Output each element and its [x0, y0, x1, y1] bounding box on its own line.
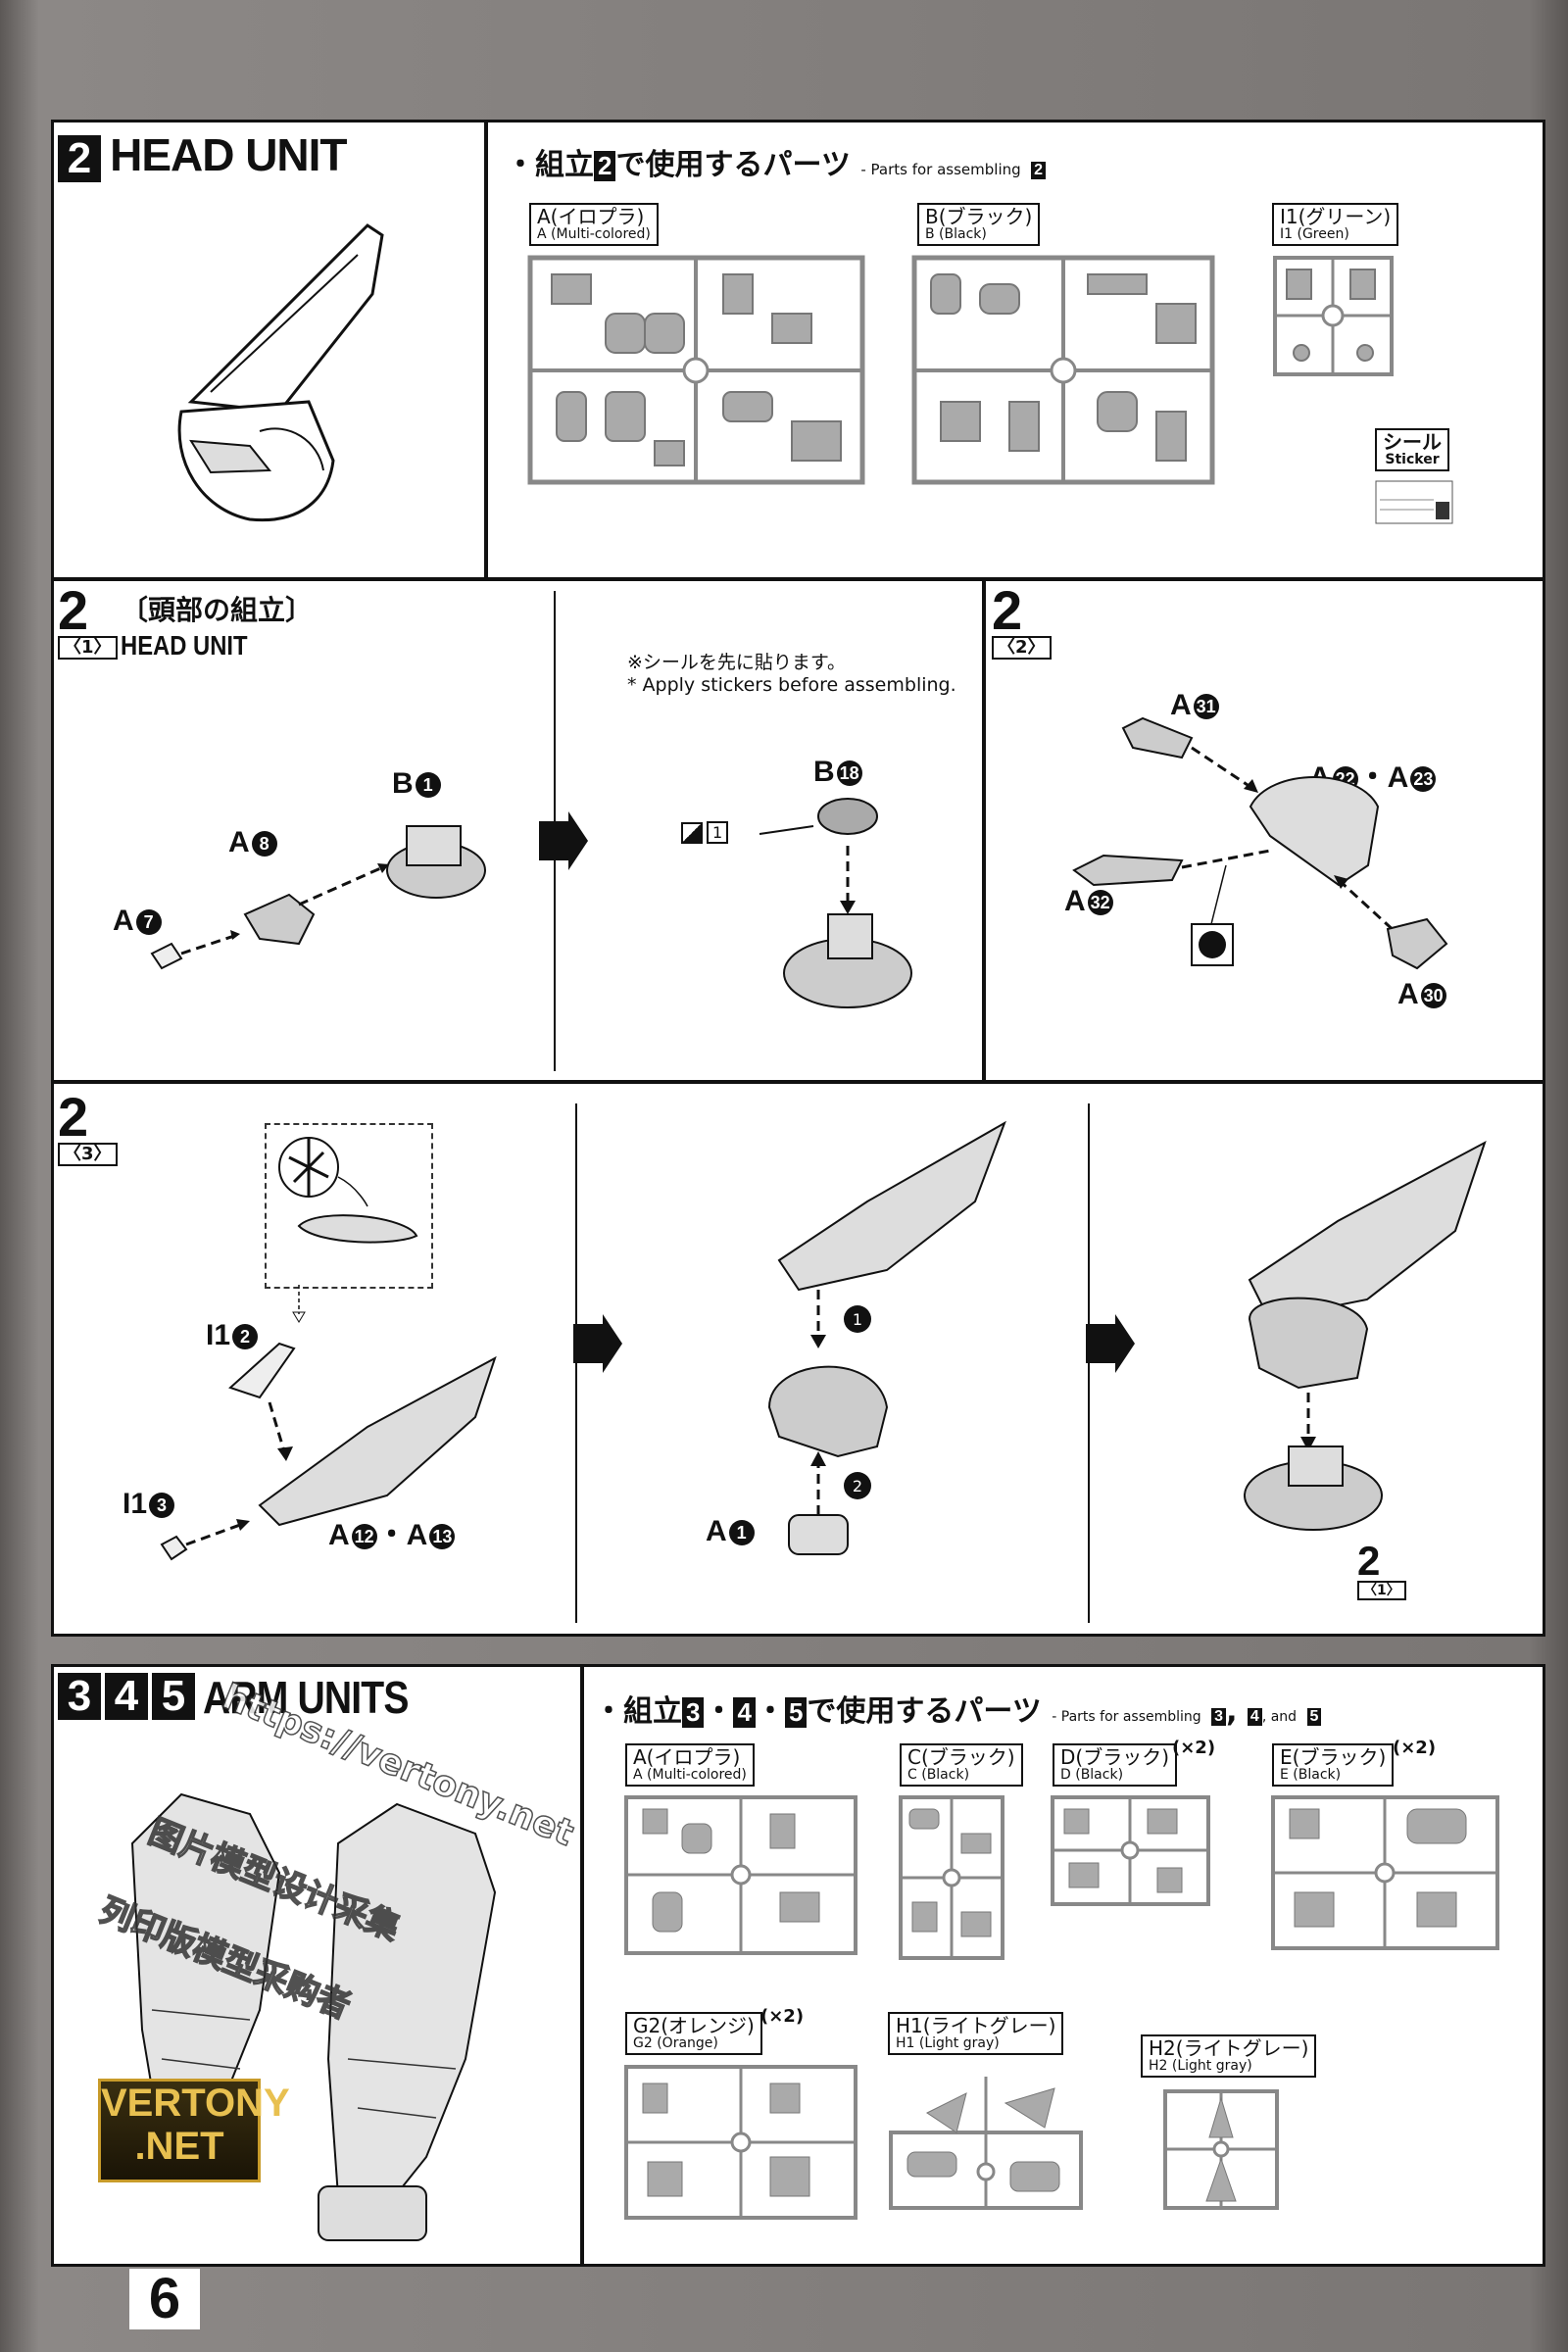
- runner-label-b: B(ブラック)B (Black): [917, 203, 1041, 246]
- step-2-1-right-illustration: [759, 798, 912, 1008]
- sticker-sheet: [1375, 480, 1453, 524]
- runner-label-d: D(ブラック)D (Black): [1053, 1743, 1178, 1787]
- head-unit-header-panel: 2 HEAD UNIT: [51, 120, 487, 580]
- next-arrow: [539, 811, 588, 870]
- runner-label-a: A(イロプラ)A (Multi-colored): [625, 1743, 755, 1787]
- section-title: 3 4 5 ARM UNITS: [58, 1672, 441, 1726]
- runner-a-diagram: [527, 255, 865, 485]
- next-arrow: [1086, 1314, 1135, 1373]
- runner-label-h1: H1(ライトグレー)H1 (Light gray): [888, 2012, 1064, 2055]
- arm-units-illustration: [130, 1792, 497, 2241]
- step-number: 2 〈2〉: [992, 583, 1052, 660]
- runner-g2-multiplier: (×2): [760, 2006, 805, 2027]
- step-title-jp: 〔頭部の組立〕: [121, 594, 314, 626]
- runner-label-g2: G2(オレンジ)G2 (Orange): [625, 2012, 762, 2055]
- step-number: 2 〈3〉: [58, 1090, 118, 1166]
- next-arrow: [573, 1314, 622, 1373]
- runner-h1-diagram: [889, 2077, 1083, 2210]
- sticker-detail-box: [265, 1123, 433, 1289]
- section-title-text: HEAD UNIT: [110, 129, 347, 180]
- section-title: 2 HEAD UNIT: [58, 129, 348, 183]
- head-unit-illustration: [177, 223, 384, 522]
- step-2-2-illustration: [1072, 716, 1448, 970]
- runner-g2-diagram: [624, 2065, 858, 2220]
- runner-h2-diagram: [1163, 2089, 1279, 2210]
- runner-c-diagram: [899, 1795, 1004, 1960]
- step-number: 2 〈1〉: [58, 583, 118, 660]
- runner-label-i1: I1(グリーン)I1 (Green): [1272, 203, 1399, 246]
- step-title-en: HEAD UNIT: [121, 630, 248, 661]
- order-2: 2: [853, 1477, 862, 1495]
- sticker-reference: 1: [681, 821, 729, 844]
- runner-e-multiplier: (×2): [1393, 1738, 1437, 1758]
- section-number-5: 5: [152, 1673, 195, 1720]
- sticker-note: ※シールを先に貼ります。 * Apply stickers before ass…: [627, 652, 956, 696]
- order-1: 1: [853, 1310, 862, 1329]
- page-number: 6: [129, 2269, 200, 2329]
- runner-e-diagram: [1271, 1795, 1499, 1950]
- step-2-2-panel: 2 〈2〉 A31 A22・A23 A32 A30: [983, 578, 1545, 1083]
- detail-pointer-arrow: [292, 1285, 306, 1323]
- arm-units-header-panel: 3 4 5 ARM UNITS https://vertony.net 图片模型…: [51, 1664, 583, 2267]
- ref-step-number: 2 〈1〉: [1357, 1541, 1406, 1600]
- sticker-detail-illustration: [278, 1137, 418, 1244]
- vertony-logo: VERTONY .NET: [98, 2079, 290, 2182]
- section-number-3: 3: [58, 1673, 101, 1720]
- runner-label-h2: H2(ライトグレー)H2 (Light gray): [1141, 2034, 1317, 2078]
- runner-d-multiplier: (×2): [1172, 1738, 1216, 1758]
- runner-label-c: C(ブラック)C (Black): [900, 1743, 1023, 1787]
- step-2-3-middle-illustration: 1 2: [767, 1120, 1006, 1555]
- section-number: 2: [58, 135, 101, 182]
- step-2-3-left-illustration: [160, 1342, 497, 1561]
- step-2-3-right-illustration: [1244, 1140, 1487, 1531]
- section-title-text: ARM UNITS: [203, 1672, 409, 1723]
- step-2-1-left-illustration: [150, 825, 486, 970]
- section-number-4: 4: [105, 1673, 148, 1720]
- runner-b-diagram: [911, 255, 1215, 485]
- runner-label-a: A(イロプラ)A (Multi-colored): [529, 203, 659, 246]
- runner-label-e: E(ブラック)E (Black): [1272, 1743, 1395, 1787]
- runner-d-diagram: [1051, 1795, 1210, 1906]
- runner-i1-diagram: [1273, 256, 1394, 376]
- runner-a-diagram: [624, 1795, 858, 1955]
